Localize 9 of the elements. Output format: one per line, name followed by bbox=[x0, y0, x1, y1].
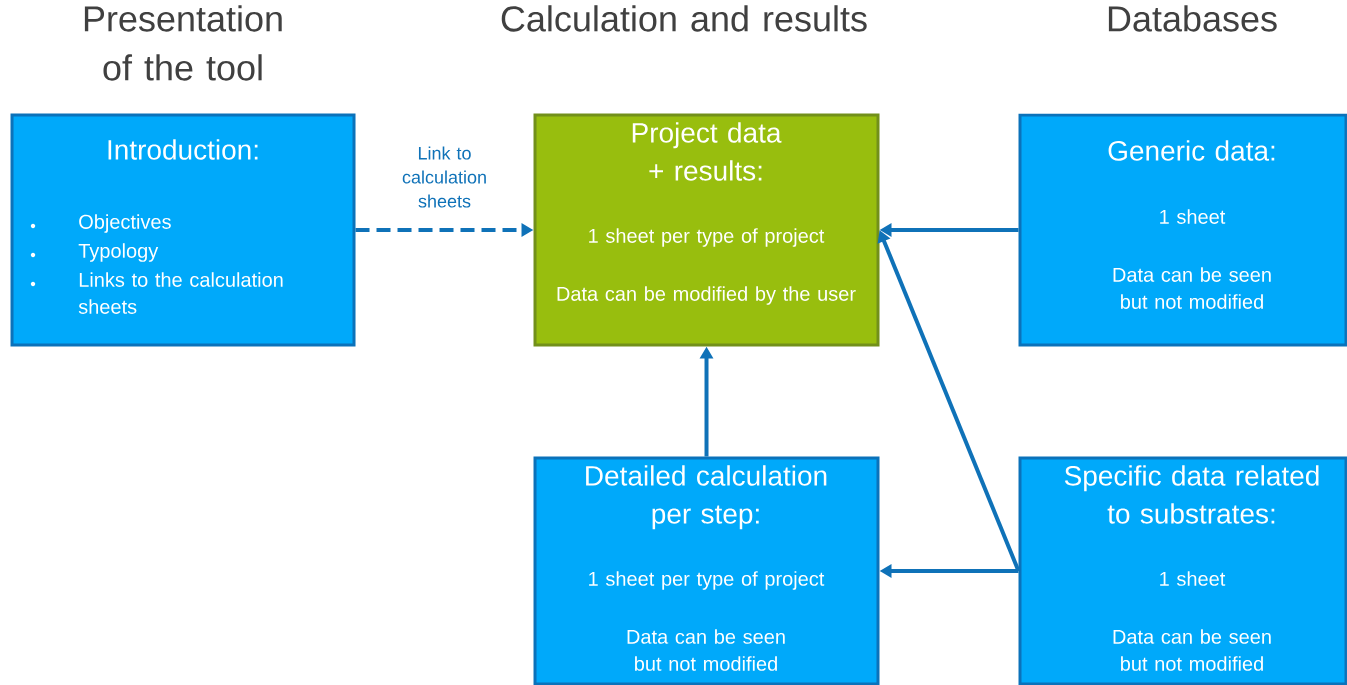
process-box: Introduction: Objectives Typology Links to the calculation sheets bbox=[10, 113, 356, 347]
column-heading: Presentation of the tool bbox=[84, 5, 282, 81]
process-box: Specific data related to substrates: 1 sheet Data can be seen but not modified bbox=[1018, 456, 1347, 685]
process-box: Generic data: 1 sheet Data can be seen but not modified bbox=[1018, 113, 1347, 347]
edge-label: Link to calculation sheets bbox=[388, 145, 501, 209]
process-box: Detailed calculation per step: 1 sheet per type of project Data can be seen but not modified bbox=[533, 456, 880, 685]
column-heading: Calculation and results bbox=[501, 5, 867, 32]
column-heading: Databases bbox=[1108, 5, 1277, 32]
process-box: Project data + results: 1 sheet per type of project Data can be modified by the user bbox=[533, 113, 880, 347]
